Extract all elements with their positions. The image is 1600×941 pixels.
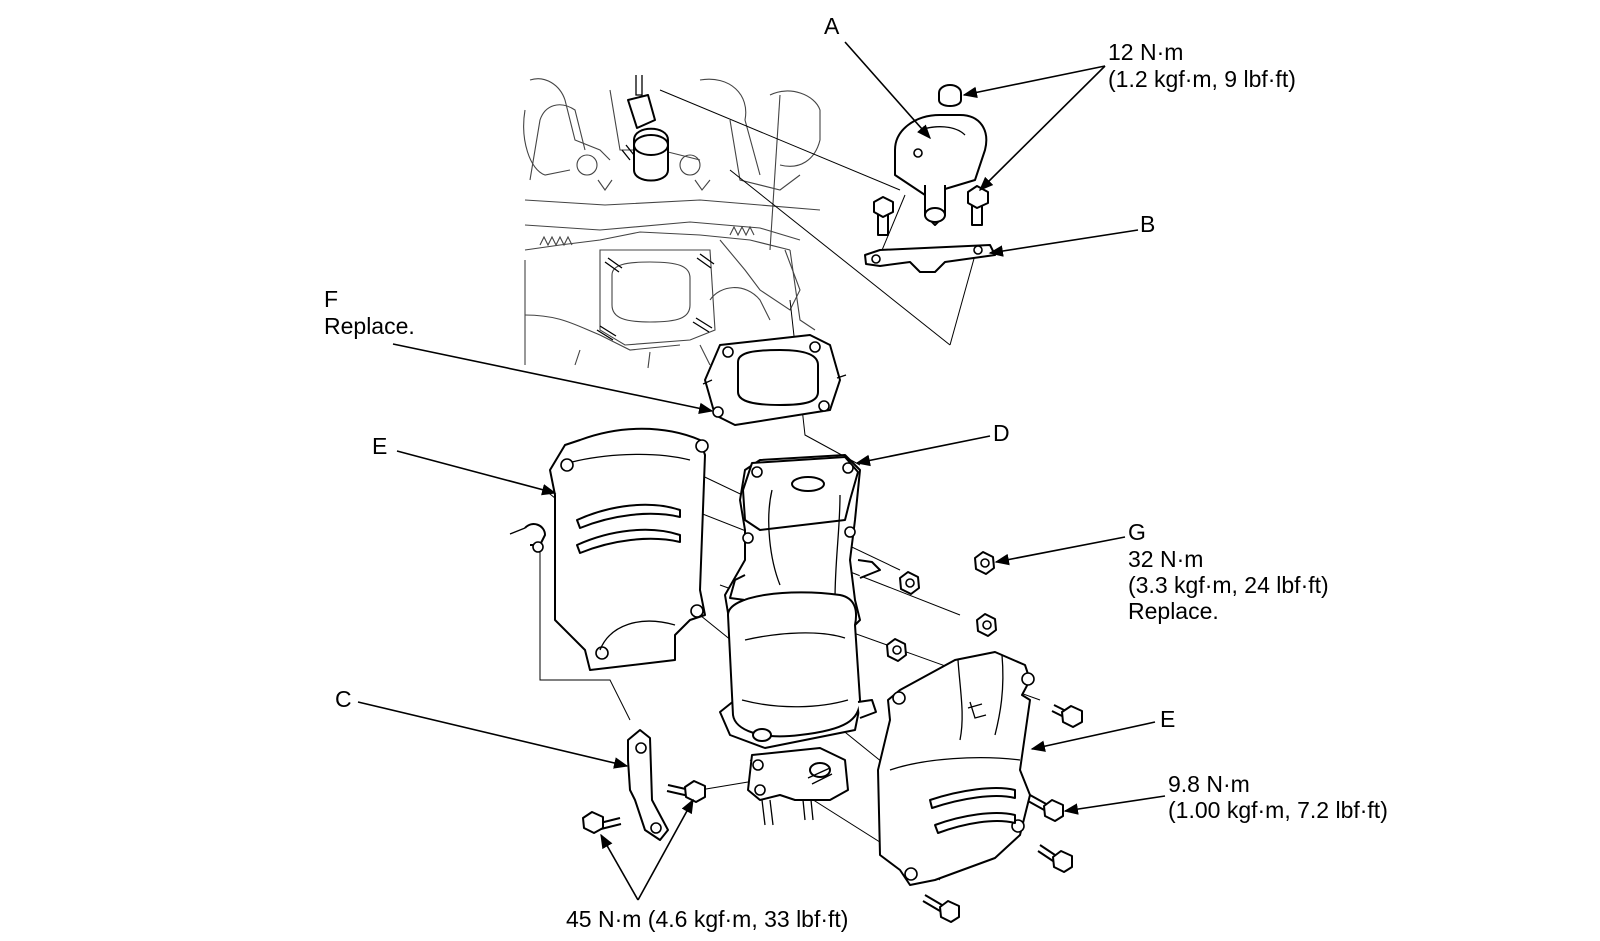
callout-f: F Replace. [324,286,415,339]
callout-e-right: E [1160,706,1175,732]
part-b-bracket [864,244,996,273]
bolt-c-2 [666,780,706,803]
torque-a-line1: 12 N·m [1108,39,1183,65]
callout-g: G 32 N·m (3.3 kgf·m, 24 lbf·ft) Replace. [1128,519,1329,624]
bolt-e-3 [1037,844,1073,873]
label-d: D [993,420,1010,446]
torque-a-line2: (1.2 kgf·m, 9 lbf·ft) [1108,66,1296,92]
part-e-right-heat-shield [877,651,1035,886]
label-e-left: E [372,433,387,459]
part-d-manifold-converter [719,454,881,826]
callout-d: D [993,420,1010,446]
label-a: A [824,13,840,39]
label-b: B [1140,211,1155,237]
callout-a: A [824,13,840,39]
label-c: C [335,686,352,712]
callout-a-torque: 12 N·m (1.2 kgf·m, 9 lbf·ft) [1108,39,1296,92]
callout-e-left: E [372,433,387,459]
part-c-stay [627,729,669,841]
label-f-note: Replace. [324,313,415,339]
bolt-c-1 [582,811,622,834]
bolt-a-left [873,196,894,236]
torque-e-line2: (1.00 kgf·m, 7.2 lbf·ft) [1168,797,1388,823]
nut-g-1 [974,551,995,575]
part-e-left-heat-shield [509,427,709,671]
torque-c-line1: 45 N·m (4.6 kgf·m, 33 lbf·ft) [566,906,848,932]
callout-e-torque: 9.8 N·m (1.00 kgf·m, 7.2 lbf·ft) [1168,771,1388,823]
nut-g-4 [886,638,907,662]
label-g-note: Replace. [1128,598,1219,624]
engine-block [523,75,821,369]
nut-g-3 [976,613,997,637]
torque-g-line1: 32 N·m [1128,546,1203,572]
callout-b: B [1140,211,1155,237]
label-f: F [324,286,338,312]
torque-e-line1: 9.8 N·m [1168,771,1250,797]
bolt-e-4 [922,894,960,923]
label-g: G [1128,519,1146,545]
nut-g-2 [899,571,920,595]
part-f-gasket [702,334,847,426]
bolt-a-top [938,84,962,107]
label-e-right: E [1160,706,1175,732]
callout-c: C [335,686,352,712]
bolt-e-2 [1027,794,1064,822]
leader-lines [357,41,1166,901]
bolt-a-right [967,185,989,226]
callout-c-torque: 45 N·m (4.6 kgf·m, 33 lbf·ft) [566,906,848,932]
bolt-e-1 [1051,704,1083,728]
torque-g-line2: (3.3 kgf·m, 24 lbf·ft) [1128,572,1329,598]
